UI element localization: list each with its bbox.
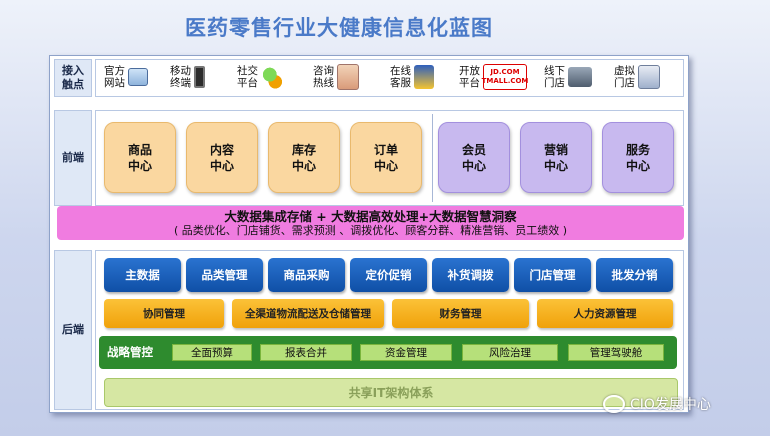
bigdata-details: ( 品类优化、门店铺货、需求预测 、调拨优化、顾客分群、精准营销、员工绩效 ) bbox=[173, 223, 568, 237]
access-item-mobile[interactable]: 移动终端 bbox=[170, 61, 205, 93]
access-row-label: 接入触点 bbox=[54, 59, 92, 97]
strategy-control-label: 战略管控 bbox=[107, 345, 153, 359]
bigdata-banner: 大数据集成存储 + 大数据高效处理+大数据智慧洞察 ( 品类优化、门店铺货、需求… bbox=[57, 206, 684, 240]
pos-icon bbox=[568, 67, 592, 87]
logistics-warehousing-module[interactable]: 全渠道物流配送及仓储管理 bbox=[232, 299, 384, 328]
social-icon bbox=[261, 65, 283, 89]
watermark: CIO发展中心 bbox=[603, 392, 711, 416]
risk-governance-item[interactable]: 风险治理 bbox=[462, 344, 558, 361]
finance-management-module[interactable]: 财务管理 bbox=[392, 299, 529, 328]
report-consolidation-item[interactable]: 报表合并 bbox=[260, 344, 352, 361]
pricing-promotion-module[interactable]: 定价促销 bbox=[350, 258, 427, 292]
page-title: 医药零售行业大健康信息化蓝图 bbox=[185, 16, 493, 40]
frontend-row-label: 前端 bbox=[54, 110, 92, 206]
backend-row-label: 后端 bbox=[54, 250, 92, 410]
master-data-module[interactable]: 主数据 bbox=[104, 258, 181, 292]
frontend-divider bbox=[432, 114, 433, 202]
content-center[interactable]: 内容中心 bbox=[186, 122, 258, 193]
virtual-store-icon bbox=[638, 65, 660, 89]
watermark-text: CIO发展中心 bbox=[630, 397, 711, 413]
access-item-online-service[interactable]: 在线客服 bbox=[390, 61, 434, 93]
phone-icon bbox=[194, 66, 205, 88]
access-item-offline-store[interactable]: 线下门店 bbox=[544, 61, 592, 93]
agent-icon bbox=[337, 64, 359, 90]
marketing-center[interactable]: 营销中心 bbox=[520, 122, 592, 193]
replenishment-module[interactable]: 补货调拨 bbox=[432, 258, 509, 292]
service-center[interactable]: 服务中心 bbox=[602, 122, 674, 193]
wechat-icon bbox=[603, 395, 625, 413]
access-item-social[interactable]: 社交平台 bbox=[237, 61, 283, 93]
collaboration-management-module[interactable]: 协同管理 bbox=[104, 299, 224, 328]
inventory-center[interactable]: 库存中心 bbox=[268, 122, 340, 193]
budget-item[interactable]: 全面预算 bbox=[172, 344, 252, 361]
access-item-virtual-store[interactable]: 虚拟门店 bbox=[614, 61, 660, 93]
category-management-module[interactable]: 品类管理 bbox=[186, 258, 263, 292]
wholesale-distribution-module[interactable]: 批发分销 bbox=[596, 258, 673, 292]
order-center[interactable]: 订单中心 bbox=[350, 122, 422, 193]
online-service-icon bbox=[414, 65, 434, 89]
management-cockpit-item[interactable]: 管理驾驶舱 bbox=[568, 344, 664, 361]
store-management-module[interactable]: 门店管理 bbox=[514, 258, 591, 292]
access-item-website[interactable]: 官方网站 bbox=[104, 61, 148, 93]
member-center[interactable]: 会员中心 bbox=[438, 122, 510, 193]
fund-management-item[interactable]: 资金管理 bbox=[360, 344, 452, 361]
shared-it-architecture: 共享IT架构体系 bbox=[104, 378, 678, 407]
procurement-module[interactable]: 商品采购 bbox=[268, 258, 345, 292]
hr-management-module[interactable]: 人力资源管理 bbox=[537, 299, 673, 328]
bigdata-headline: 大数据集成存储 + 大数据高效处理+大数据智慧洞察 bbox=[224, 208, 517, 224]
product-center[interactable]: 商品中心 bbox=[104, 122, 176, 193]
access-item-hotline[interactable]: 咨询热线 bbox=[313, 61, 359, 93]
pc-icon bbox=[128, 68, 148, 86]
